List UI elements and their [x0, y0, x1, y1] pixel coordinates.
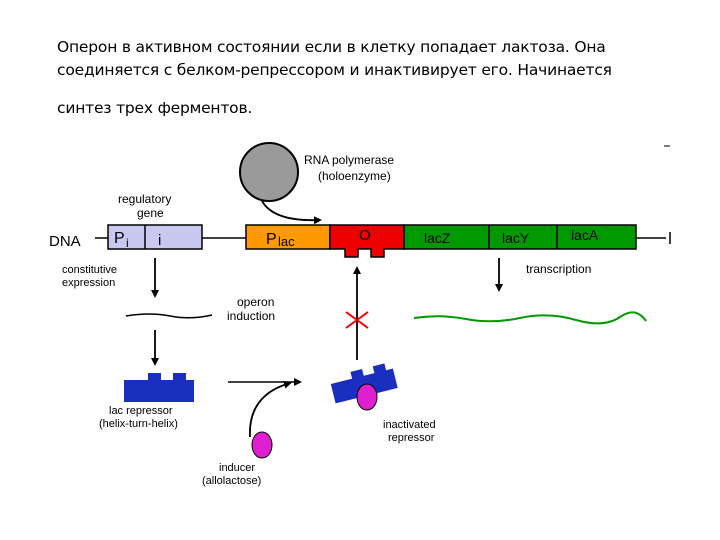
bound-inducer — [356, 383, 378, 411]
repressor-mrna — [125, 313, 213, 319]
repressor-label: lac repressor — [109, 405, 173, 417]
transcription-label: transcription — [526, 262, 591, 276]
dna-label: DNA — [49, 233, 81, 250]
operon-sublabel: induction — [227, 309, 275, 323]
inducer-molecule — [251, 431, 273, 459]
caption-line-3: синтез трех ферментов. — [57, 99, 253, 117]
i-gene-label: i — [158, 232, 161, 249]
regulatory-gene-box — [107, 224, 203, 250]
caption-line-2: соединяется с белком-репрессором и инакт… — [57, 61, 612, 79]
lac-repressor-shape — [124, 373, 194, 402]
polymerase-label: RNA polymerase — [304, 153, 394, 167]
polymerase-sublabel: (holoenzyme) — [318, 169, 391, 183]
inducer-sublabel: (allolactose) — [202, 475, 261, 487]
inactivated-label: inactivated — [383, 419, 436, 431]
inducer-arrow — [249, 380, 292, 438]
repressor-sublabel: (helix-turn-helix) — [99, 418, 178, 430]
plac-promoter-box — [245, 224, 331, 250]
operon-label: operon — [237, 295, 274, 309]
lacz-label: lacZ — [424, 230, 451, 246]
lac-mrna — [413, 311, 647, 325]
inactivated-sublabel: repressor — [388, 432, 435, 444]
plac-letter: P — [266, 231, 277, 248]
plac-sub: lac — [278, 234, 295, 249]
laca-label: lacA — [571, 227, 599, 243]
rna-polymerase-circle — [239, 142, 299, 202]
pi-promoter-letter: P — [114, 230, 125, 247]
operator-label: O — [359, 227, 371, 244]
lacy-label: lacY — [502, 230, 530, 246]
caption-line-1: Оперон в активном состоянии если в клетк… — [57, 38, 606, 56]
regulatory-label: regulatory — [118, 192, 171, 206]
polymerase-binding-arrow — [261, 200, 322, 225]
inactivated-repressor-shape — [330, 363, 398, 404]
constitutive-label: constitutive — [62, 264, 117, 276]
structural-genes-box — [403, 224, 637, 250]
constitutive-sublabel: expression — [62, 277, 115, 289]
regulatory-sublabel: gene — [137, 206, 164, 220]
pi-promoter-sub: i — [126, 236, 129, 250]
block-cross-icon — [345, 311, 369, 329]
inducer-label: inducer — [219, 462, 255, 474]
